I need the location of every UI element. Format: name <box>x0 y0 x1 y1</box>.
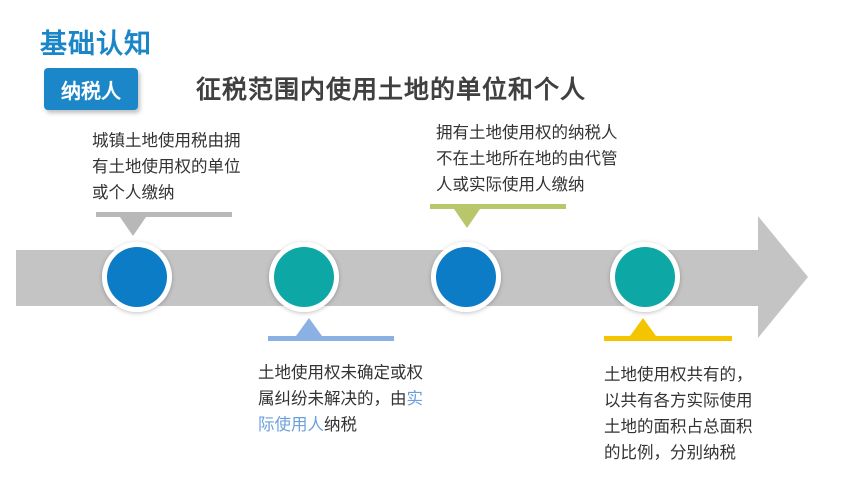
timeline-arrow <box>16 216 808 338</box>
callout-4-line-4: 的比例，分别纳税 <box>604 443 736 462</box>
pointer-bar-4 <box>604 336 732 341</box>
callout-1-line-2: 有土地使用权的单位 <box>92 157 241 176</box>
callout-text-1: 城镇土地使用税由拥 有土地使用权的单位 或个人缴纳 <box>92 128 241 206</box>
section-title: 基础认知 <box>40 29 152 60</box>
pointer-bar-3 <box>430 204 566 209</box>
callout-text-2: 土地使用权未确定或权 属纠纷未解决的，由实 际使用人纳税 <box>258 360 423 438</box>
callout-2-line-1: 土地使用权未确定或权 <box>258 363 423 382</box>
pointer-bar-1 <box>96 212 232 217</box>
callout-1-line-3: 或个人缴纳 <box>92 183 175 202</box>
page-headline: 征税范围内使用土地的单位和个人 <box>196 75 587 104</box>
pointer-bar-2 <box>268 336 394 341</box>
taxpayer-tag: 纳税人 <box>44 68 138 110</box>
callout-text-3: 拥有土地使用权的纳税人 不在土地所在地的由代管 人或实际使用人缴纳 <box>436 120 618 198</box>
callout-4-line-2: 以共有各方实际使用 <box>604 391 753 410</box>
callout-2-line-2: 属纠纷未解决的，由实 <box>258 389 424 408</box>
callout-text-4: 土地使用权共有的， 以共有各方实际使用 土地的面积占总面积 的比例，分别纳税 <box>604 362 753 466</box>
pointer-triangle-4 <box>630 318 656 336</box>
callout-3-line-1: 拥有土地使用权的纳税人 <box>436 123 618 142</box>
callout-1-line-1: 城镇土地使用税由拥 <box>92 131 241 150</box>
callout-2-line-3: 际使用人纳税 <box>258 415 357 434</box>
timeline-node-1 <box>102 242 172 312</box>
callout-4-line-1: 土地使用权共有的， <box>604 365 753 384</box>
callout-3-line-2: 不在土地所在地的由代管 <box>436 149 618 168</box>
timeline-node-2 <box>269 242 339 312</box>
timeline-node-3 <box>431 242 501 312</box>
pointer-triangle-1 <box>120 217 146 236</box>
callout-2-highlight-a: 实 <box>406 389 424 408</box>
callout-3-line-3: 人或实际使用人缴纳 <box>436 175 585 194</box>
callout-2-highlight-b: 际使用人 <box>258 415 324 434</box>
pointer-triangle-2 <box>296 318 322 336</box>
callout-4-line-3: 土地的面积占总面积 <box>604 417 753 436</box>
timeline-node-4 <box>610 242 680 312</box>
pointer-triangle-3 <box>454 209 480 228</box>
